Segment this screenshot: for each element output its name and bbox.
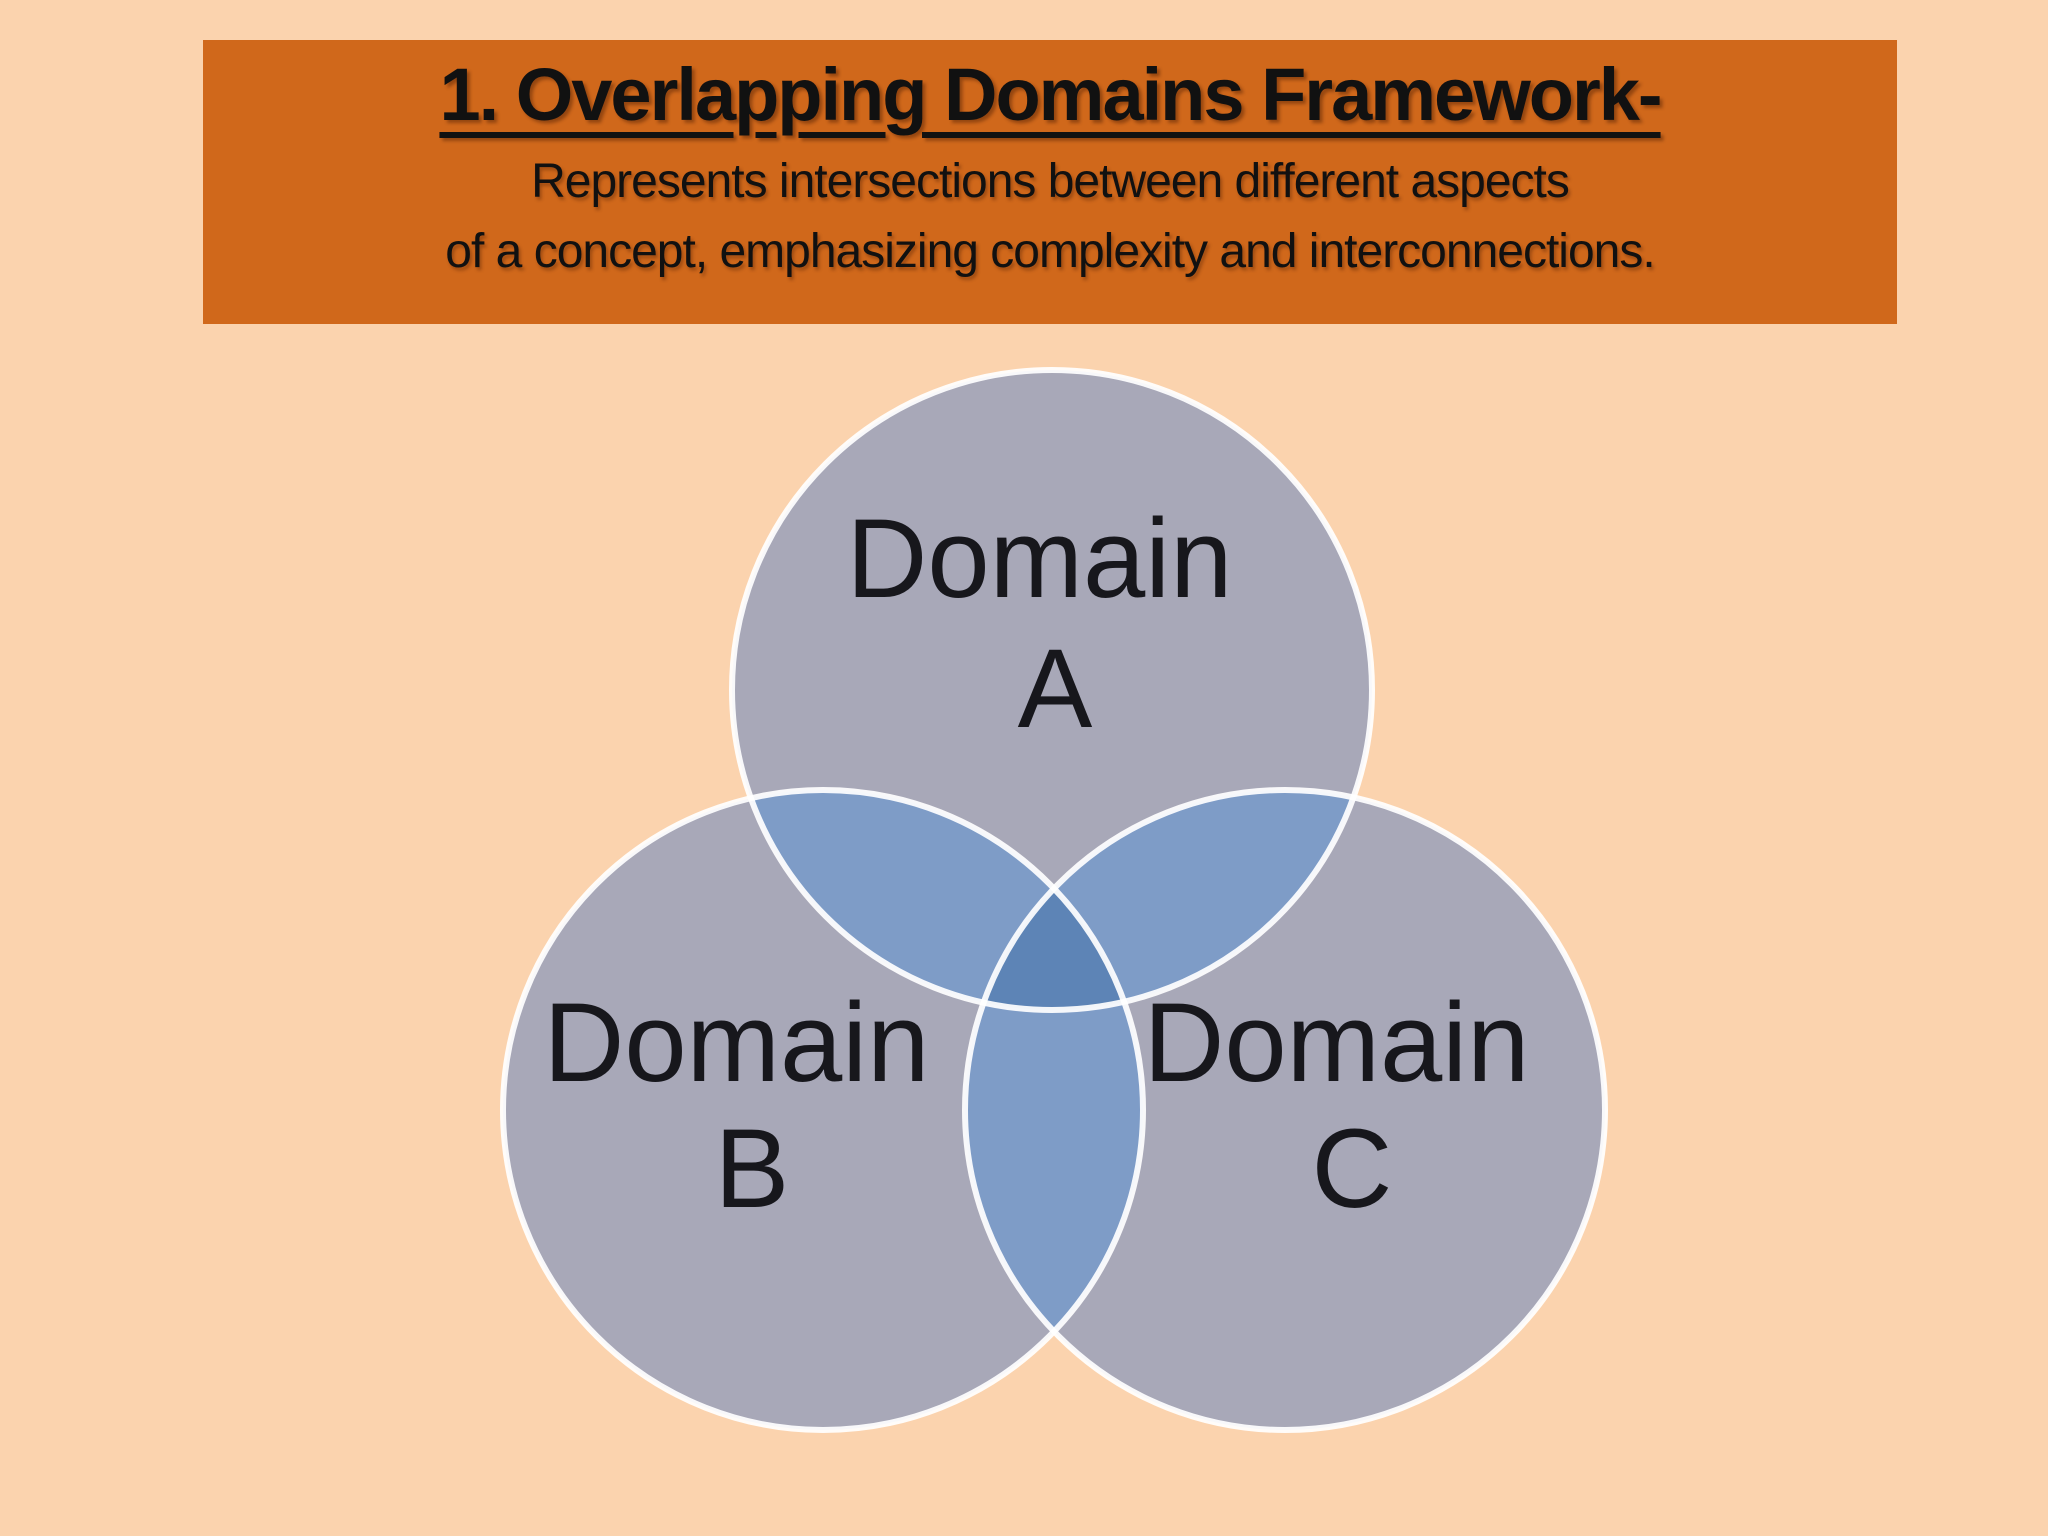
domain-b-label-letter: B	[715, 1106, 790, 1231]
domain-c-label: Domain C	[1143, 980, 1560, 1231]
slide-subtitle-line-1: Represents intersections between differe…	[531, 154, 1570, 208]
circle-domain-a-border	[729, 367, 1375, 1013]
domain-a-label: Domain A	[846, 496, 1263, 751]
overlap-a-c	[965, 790, 1372, 1010]
domain-a-label-word: Domain	[846, 496, 1232, 621]
domain-c-label-word: Domain	[1143, 980, 1529, 1105]
circle-domain-b-border	[500, 787, 1146, 1433]
overlap-a-b	[732, 790, 1143, 1010]
header-banner: 1. Overlapping Domains Framework- Repres…	[203, 40, 1897, 324]
domain-b-label: Domain B	[543, 980, 960, 1231]
domain-a-label-letter: A	[1018, 626, 1093, 751]
circle-domain-c-border	[962, 787, 1608, 1433]
slide-subtitle-line-2: of a concept, emphasizing complexity and…	[445, 224, 1655, 278]
slide-title: 1. Overlapping Domains Framework-	[439, 53, 1662, 136]
domain-b-label-word: Domain	[543, 980, 929, 1105]
domain-c-label-letter: C	[1312, 1106, 1393, 1231]
